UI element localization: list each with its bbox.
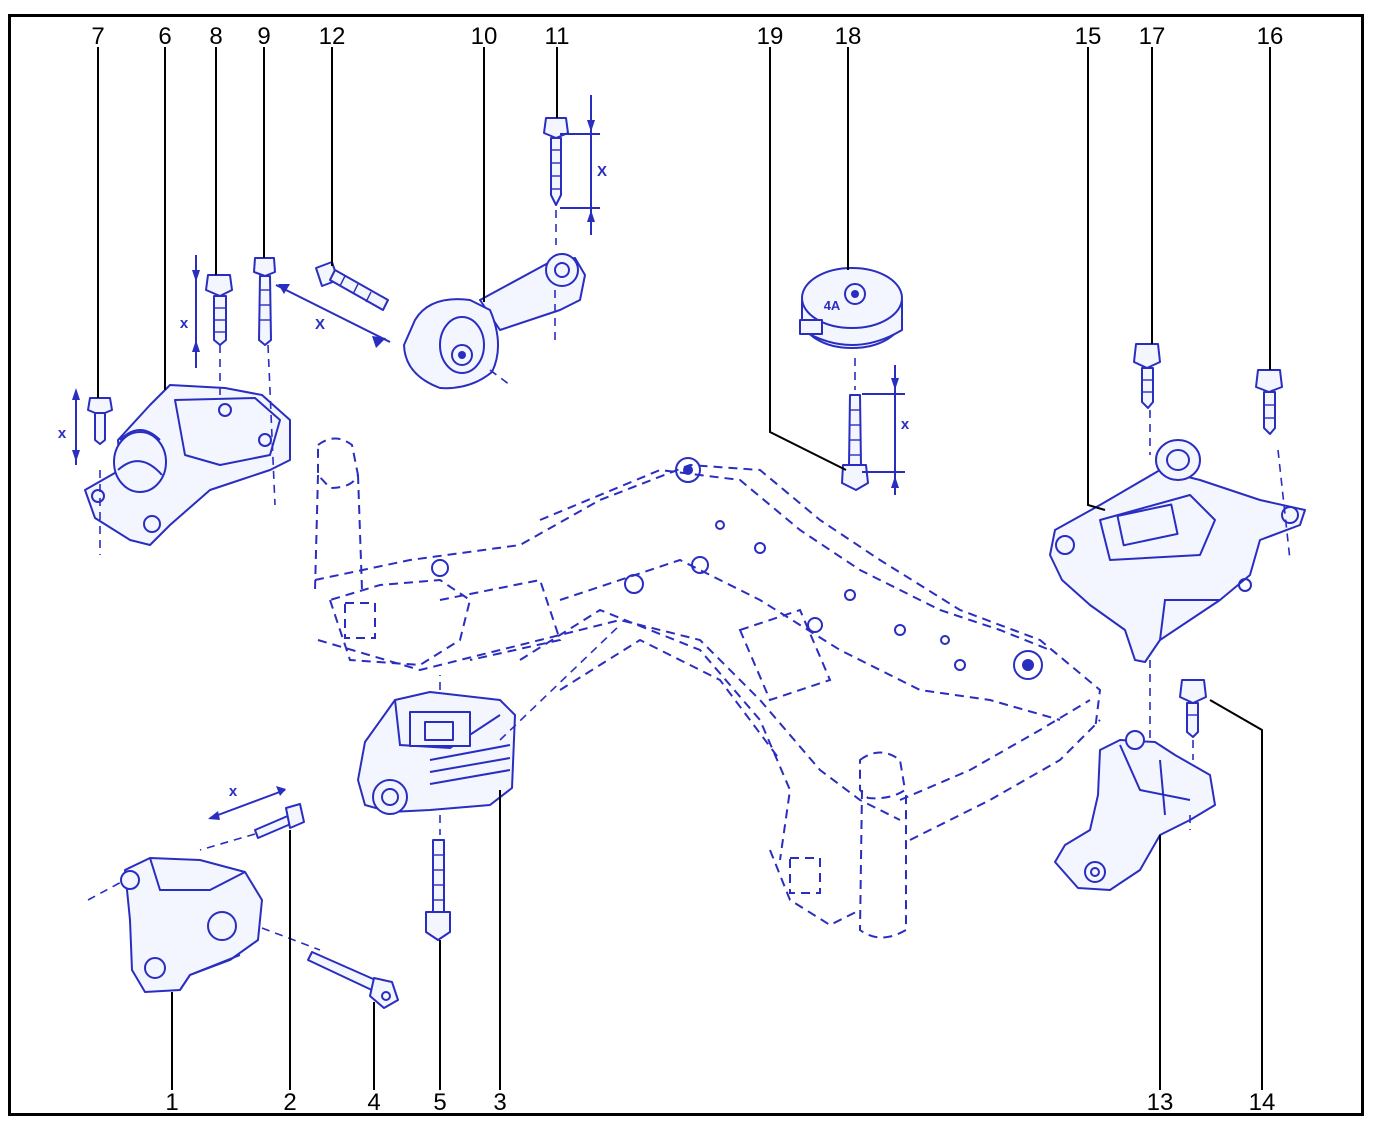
label-2: 2 (283, 1089, 296, 1116)
label-12: 12 (319, 23, 346, 50)
dim-x-11: X (597, 163, 607, 180)
bolt-part-4 (307, 951, 399, 1009)
label-7: 7 (91, 23, 104, 50)
front-mount-bracket (87, 857, 321, 993)
bolt-part-11 (543, 95, 600, 245)
dim-x-12: X (315, 316, 325, 333)
bolt-part-12 (275, 261, 391, 348)
label-19: 19 (757, 23, 784, 50)
label-5: 5 (433, 1089, 446, 1116)
label-1: 1 (165, 1089, 178, 1116)
label-3: 3 (493, 1089, 506, 1116)
label-10: 10 (471, 23, 498, 50)
rubber-pad: 4A (799, 267, 903, 390)
label-9: 9 (257, 23, 270, 50)
bolt-part-14 (1179, 679, 1207, 760)
label-8: 8 (209, 23, 222, 50)
lower-torque-mount (357, 624, 621, 835)
bolt-part-9 (253, 257, 276, 346)
subframe-mount-right (1013, 650, 1043, 680)
subframe-mount-left (675, 457, 701, 483)
dim-x-19: x (901, 416, 910, 433)
bolt-part-16 (1255, 369, 1283, 435)
label-16: 16 (1257, 23, 1284, 50)
label-13: 13 (1147, 1089, 1174, 1116)
pad-stamp: 4A (824, 298, 841, 313)
label-15: 15 (1075, 23, 1102, 50)
engine-mount-rh (84, 344, 291, 555)
leader-lines (97, 47, 1271, 1090)
label-6: 6 (158, 23, 171, 50)
subframe (314, 437, 1102, 939)
transmission-mount-lh (1049, 410, 1306, 745)
bolt-part-5 (425, 839, 451, 941)
dim-x-8: x (180, 315, 189, 332)
bolt-part-19 (841, 365, 905, 495)
dimension-marks: x x X X x x (58, 163, 910, 800)
label-11: 11 (545, 23, 570, 50)
bolt-part-7 (72, 388, 113, 465)
label-14: 14 (1249, 1089, 1276, 1116)
transmission-bracket (1054, 730, 1216, 891)
dim-x-2: x (229, 783, 238, 800)
label-17: 17 (1139, 23, 1166, 50)
bolt-part-17 (1133, 343, 1161, 409)
part-number-labels: 7 6 8 9 12 10 11 19 18 15 17 16 1 2 4 5 … (91, 23, 1283, 1116)
diagram-frame (8, 14, 1364, 1116)
torque-rod (403, 253, 586, 390)
label-4: 4 (367, 1089, 380, 1116)
label-18: 18 (835, 23, 862, 50)
bolt-part-2 (199, 786, 305, 851)
bolt-part-8 (192, 255, 233, 368)
dim-x-7: x (58, 425, 67, 442)
